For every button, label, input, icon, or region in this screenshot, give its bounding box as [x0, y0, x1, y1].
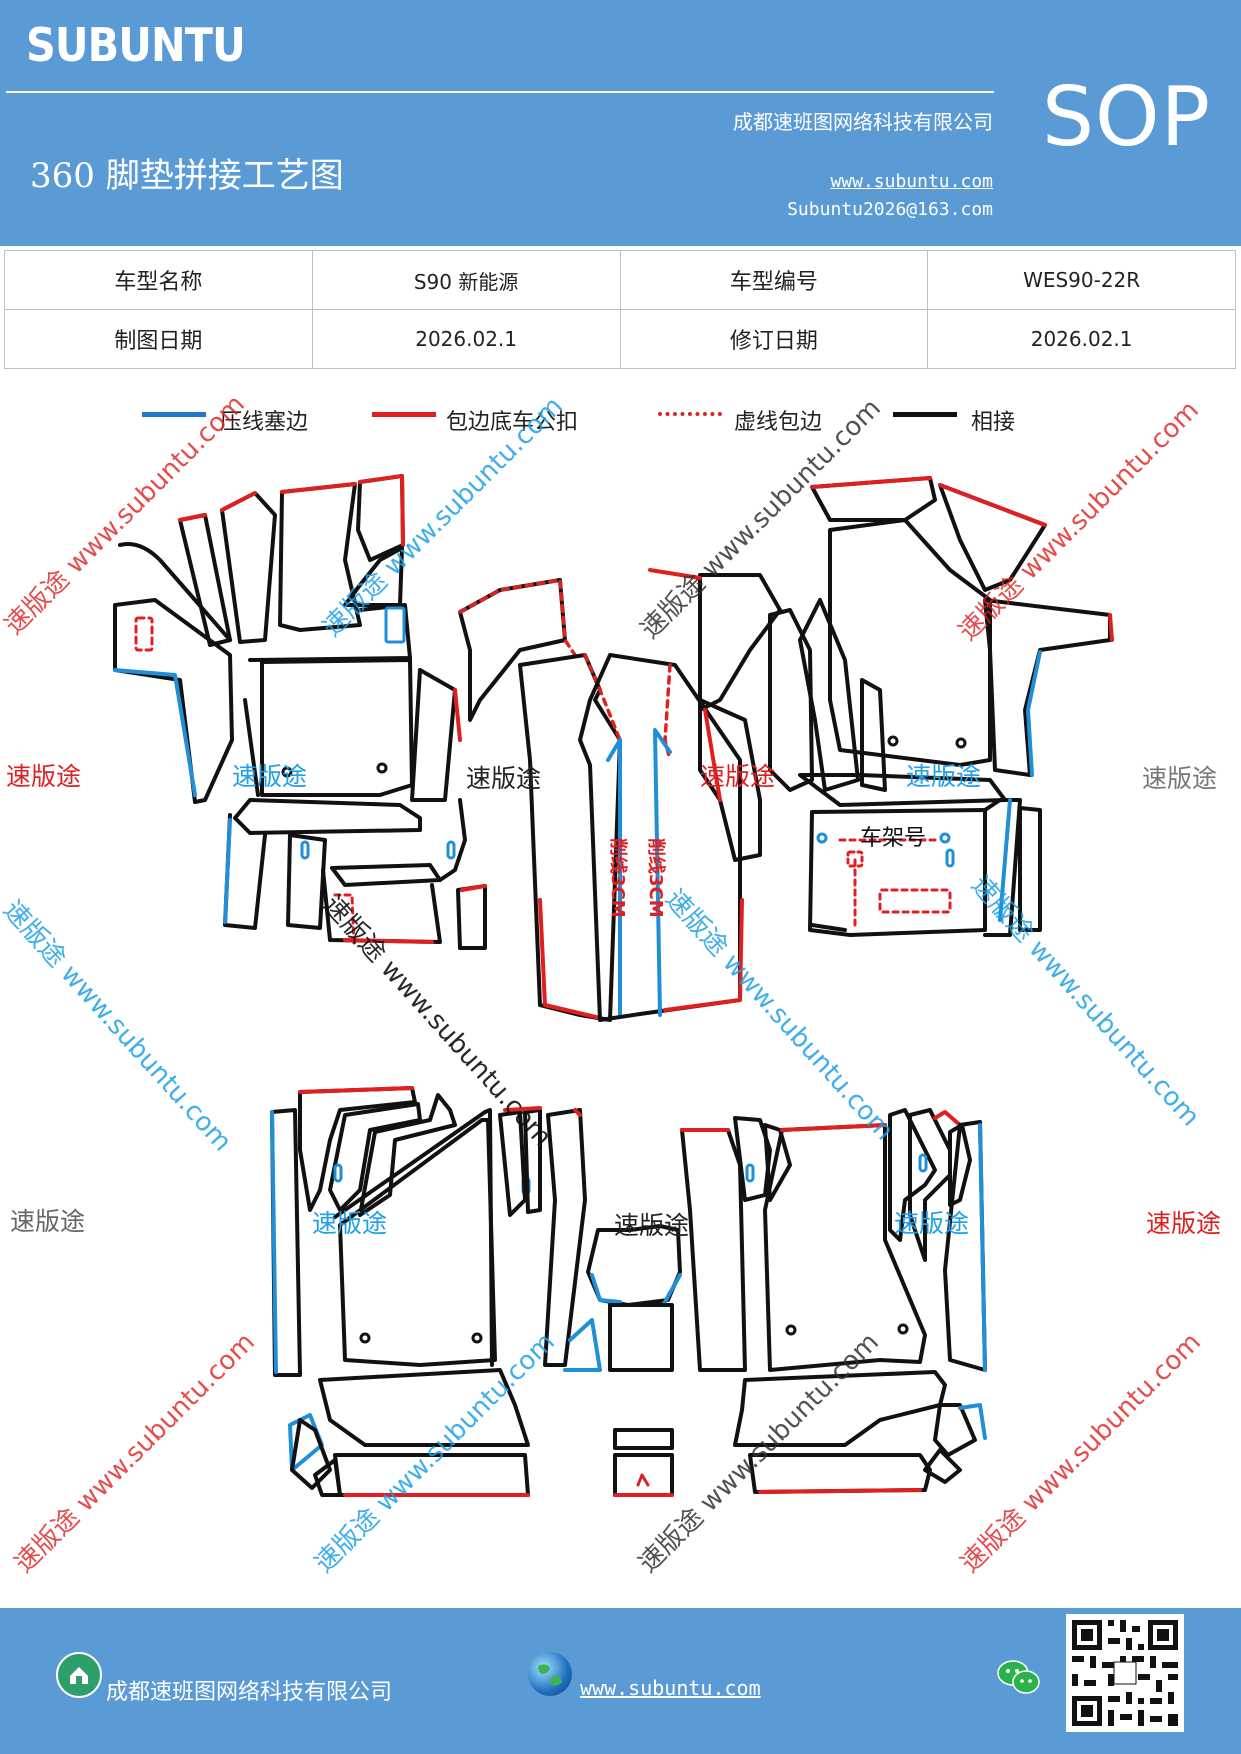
wechat-icon[interactable] [996, 1658, 1042, 1698]
legend-swatch [893, 412, 957, 417]
drawing-date-label: 制图日期 [4, 309, 313, 369]
website-link[interactable]: www.subuntu.com [830, 171, 993, 192]
rear-right-mat [680, 1108, 987, 1494]
watermark: 速版途 [6, 762, 82, 791]
watermark: 速版途 [10, 1207, 86, 1236]
model-code-label: 车型编号 [619, 250, 929, 310]
watermark: 速版途 [906, 762, 982, 791]
model-name-value: S90 新能源 [311, 250, 621, 310]
revision-date-value: 2026.02.1 [927, 309, 1236, 369]
drawing-date-value: 2026.02.1 [311, 309, 621, 369]
cut-line-label-right: 削线3CM [645, 838, 667, 918]
model-code-value: WES90-22R [927, 250, 1236, 310]
table-row: 制图日期 2026.02.1 修订日期 2026.02.1 [4, 309, 1236, 369]
globe-icon [528, 1652, 572, 1696]
rear-center-mat [586, 1224, 682, 1497]
revision-date-label: 修订日期 [619, 309, 929, 369]
watermark: 速版途 [232, 762, 308, 791]
watermark: 速版途 [614, 1211, 690, 1240]
model-name-label: 车型名称 [4, 250, 313, 310]
legend-swatch [142, 412, 206, 417]
watermark: 速版途 [1146, 1209, 1222, 1238]
vehicle-info-table: 车型名称 S90 新能源 车型编号 WES90-22R 制图日期 2026.02… [4, 250, 1236, 369]
cut-line-label-left: 削线3CM [607, 838, 629, 918]
brand-logo: SUBUNTU [26, 18, 246, 72]
legend-label: 相接 [971, 410, 1016, 435]
watermark: 速版途 [700, 762, 776, 791]
header-divider [6, 91, 994, 93]
center-tunnel-mats [458, 578, 744, 1022]
footer-company-name: 成都速班图网络科技有限公司 [106, 1680, 393, 1705]
company-name: 成都速班图网络科技有限公司 [733, 110, 993, 134]
sop-badge: SOP [1042, 70, 1212, 165]
footer-banner: 成都速班图网络科技有限公司 www.subuntu.com [0, 1608, 1241, 1754]
floor-mat-pattern: 车架号 削线3CM 削线3CM [113, 474, 1114, 1497]
watermark: 速版途 [1142, 764, 1218, 793]
legend-label: 包边底车公扣 [446, 410, 579, 435]
rear-left-mat [270, 1086, 602, 1497]
legend-label: 虚线包边 [734, 410, 823, 435]
page-title: 360 脚垫拼接工艺图 [30, 156, 344, 196]
qr-code-icon [1066, 1614, 1184, 1732]
footer-website-link[interactable]: www.subuntu.com [580, 1676, 761, 1700]
contact-email[interactable]: Subuntu2026@163.com [787, 199, 993, 220]
header-banner: SUBUNTU 成都速班图网络科技有限公司 360 脚垫拼接工艺图 www.su… [0, 0, 1241, 246]
watermark: 速版途 [312, 1209, 388, 1238]
legend-swatch [372, 412, 436, 417]
legend-swatch [658, 412, 722, 416]
front-right-mat [648, 476, 1114, 937]
watermark: 速版途 [466, 764, 542, 793]
legend-label: 压线塞边 [220, 410, 309, 435]
table-row: 车型名称 S90 新能源 车型编号 WES90-22R [4, 250, 1236, 310]
front-left-mat [113, 474, 487, 950]
watermark: 速版途 [894, 1209, 970, 1238]
company-home-icon [56, 1652, 102, 1698]
frame-number-label: 车架号 [860, 826, 926, 851]
